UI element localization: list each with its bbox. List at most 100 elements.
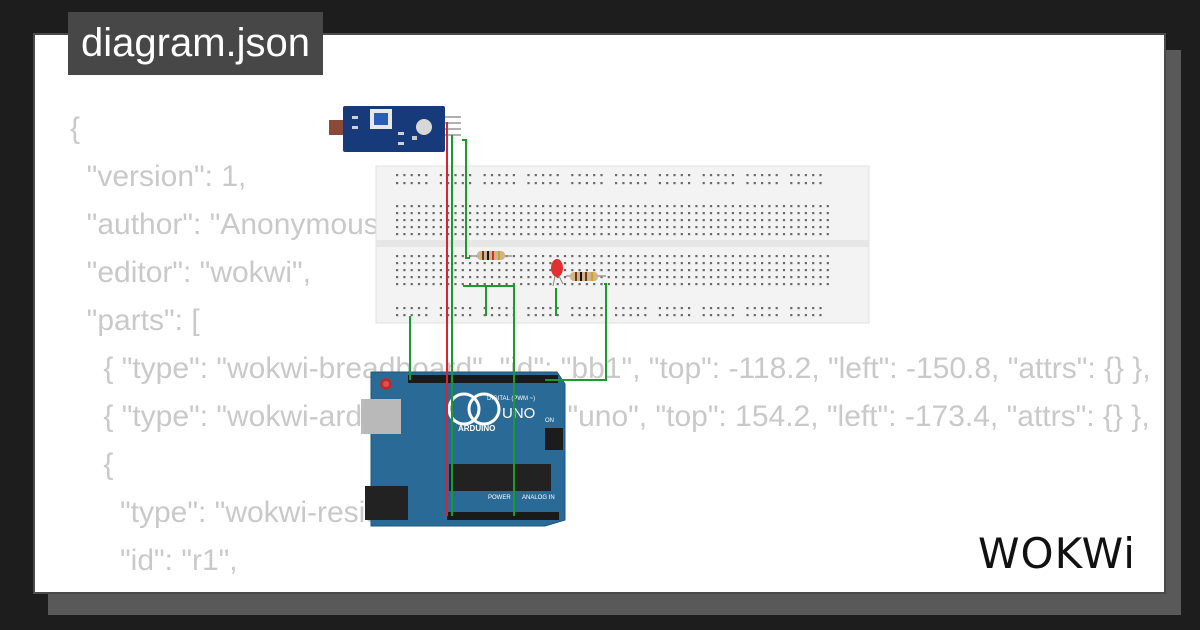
breadboard-hole [673, 219, 676, 222]
breadboard-hole [673, 255, 676, 258]
breadboard-hole [753, 307, 756, 310]
breadboard-hole [746, 212, 749, 215]
wire-analog [463, 285, 515, 516]
breadboard-hole [469, 276, 472, 279]
breadboard-hole [804, 283, 807, 286]
breadboard-hole [483, 269, 486, 272]
breadboard-hole [731, 262, 734, 265]
breadboard-hole [731, 226, 734, 229]
breadboard-hole [432, 205, 435, 208]
breadboard-hole [768, 307, 771, 310]
breadboard-hole [717, 212, 720, 215]
breadboard-hole [702, 219, 705, 222]
breadboard-hole [812, 182, 815, 185]
breadboard-hole [688, 255, 691, 258]
breadboard-hole [425, 283, 428, 286]
breadboard-hole [644, 307, 647, 310]
breadboard-hole [615, 174, 618, 177]
breadboard-hole [447, 233, 450, 236]
breadboard-hole [746, 283, 749, 286]
breadboard-hole [724, 283, 727, 286]
breadboard-hole [425, 174, 428, 177]
breadboard-hole [417, 269, 421, 272]
breadboard-hole [447, 174, 450, 177]
breadboard-hole [476, 219, 479, 222]
breadboard-hole [439, 182, 442, 185]
breadboard-hole [403, 307, 406, 310]
breadboard-hole [469, 307, 472, 310]
breadboard-hole [396, 212, 399, 215]
breadboard-hole [775, 276, 778, 279]
breadboard-hole [651, 226, 654, 229]
breadboard-hole [520, 233, 523, 236]
breadboard-hole [571, 307, 574, 310]
breadboard-hole [651, 276, 654, 279]
breadboard-hole [498, 219, 501, 222]
breadboard-hole [768, 212, 771, 215]
breadboard-hole [680, 219, 683, 222]
breadboard-hole [469, 205, 472, 208]
breadboard-hole [673, 226, 676, 229]
breadboard-hole [571, 255, 574, 258]
breadboard-hole [542, 212, 545, 215]
breadboard-hole [746, 255, 749, 258]
breadboard-hole [578, 226, 581, 229]
breadboard-hole [578, 233, 581, 236]
breadboard-hole [476, 269, 479, 272]
breadboard-hole [461, 226, 464, 229]
breadboard-hole [447, 276, 450, 279]
breadboard-hole [454, 276, 457, 279]
breadboard-hole [527, 174, 530, 177]
breadboard-hole [607, 226, 610, 229]
breadboard-hole [768, 255, 771, 258]
breadboard-hole [549, 205, 552, 208]
board-brand-label: ARDUINO [458, 424, 495, 433]
breadboard-hole [447, 212, 450, 215]
breadboard-hole [417, 182, 421, 185]
breadboard-hole [549, 174, 552, 177]
breadboard-hole [563, 255, 567, 258]
breadboard-hole [753, 276, 756, 279]
breadboard-hole [593, 174, 596, 177]
breadboard-hole [746, 174, 749, 177]
breadboard-hole [724, 182, 727, 185]
breadboard-hole [563, 226, 567, 229]
breadboard-hole [439, 314, 442, 317]
breadboard-hole [731, 283, 734, 286]
breadboard-hole [417, 219, 421, 222]
breadboard-hole [556, 255, 559, 258]
breadboard-hole [520, 219, 523, 222]
breadboard-hole [658, 283, 661, 286]
breadboard-hole [549, 219, 552, 222]
breadboard-hole [425, 205, 428, 208]
breadboard-hole [542, 283, 545, 286]
breadboard-hole [578, 205, 581, 208]
breadboard-hole [731, 205, 734, 208]
breadboard-hole [600, 283, 603, 286]
breadboard-hole [585, 283, 588, 286]
breadboard-hole [600, 205, 603, 208]
breadboard-hole [439, 276, 442, 279]
breadboard-hole [542, 205, 545, 208]
breadboard-hole [410, 205, 413, 208]
analog-header-label: ANALOG IN [522, 495, 555, 501]
breadboard-hole [724, 205, 727, 208]
breadboard-hole [607, 283, 610, 286]
breadboard-hole [563, 283, 567, 286]
breadboard-hole [666, 182, 669, 185]
breadboard-hole [447, 205, 450, 208]
breadboard-hole [680, 276, 683, 279]
breadboard-hole [512, 219, 515, 222]
breadboard-hole [731, 174, 734, 177]
breadboard-hole [804, 314, 807, 317]
breadboard-hole [826, 255, 829, 258]
breadboard-hole [666, 233, 669, 236]
breadboard-hole [483, 283, 486, 286]
breadboard-hole [571, 262, 574, 265]
breadboard-hole [542, 182, 545, 185]
breadboard-hole [527, 283, 530, 286]
breadboard-hole [812, 174, 815, 177]
breadboard-hole [527, 205, 530, 208]
breadboard-hole [403, 314, 406, 317]
